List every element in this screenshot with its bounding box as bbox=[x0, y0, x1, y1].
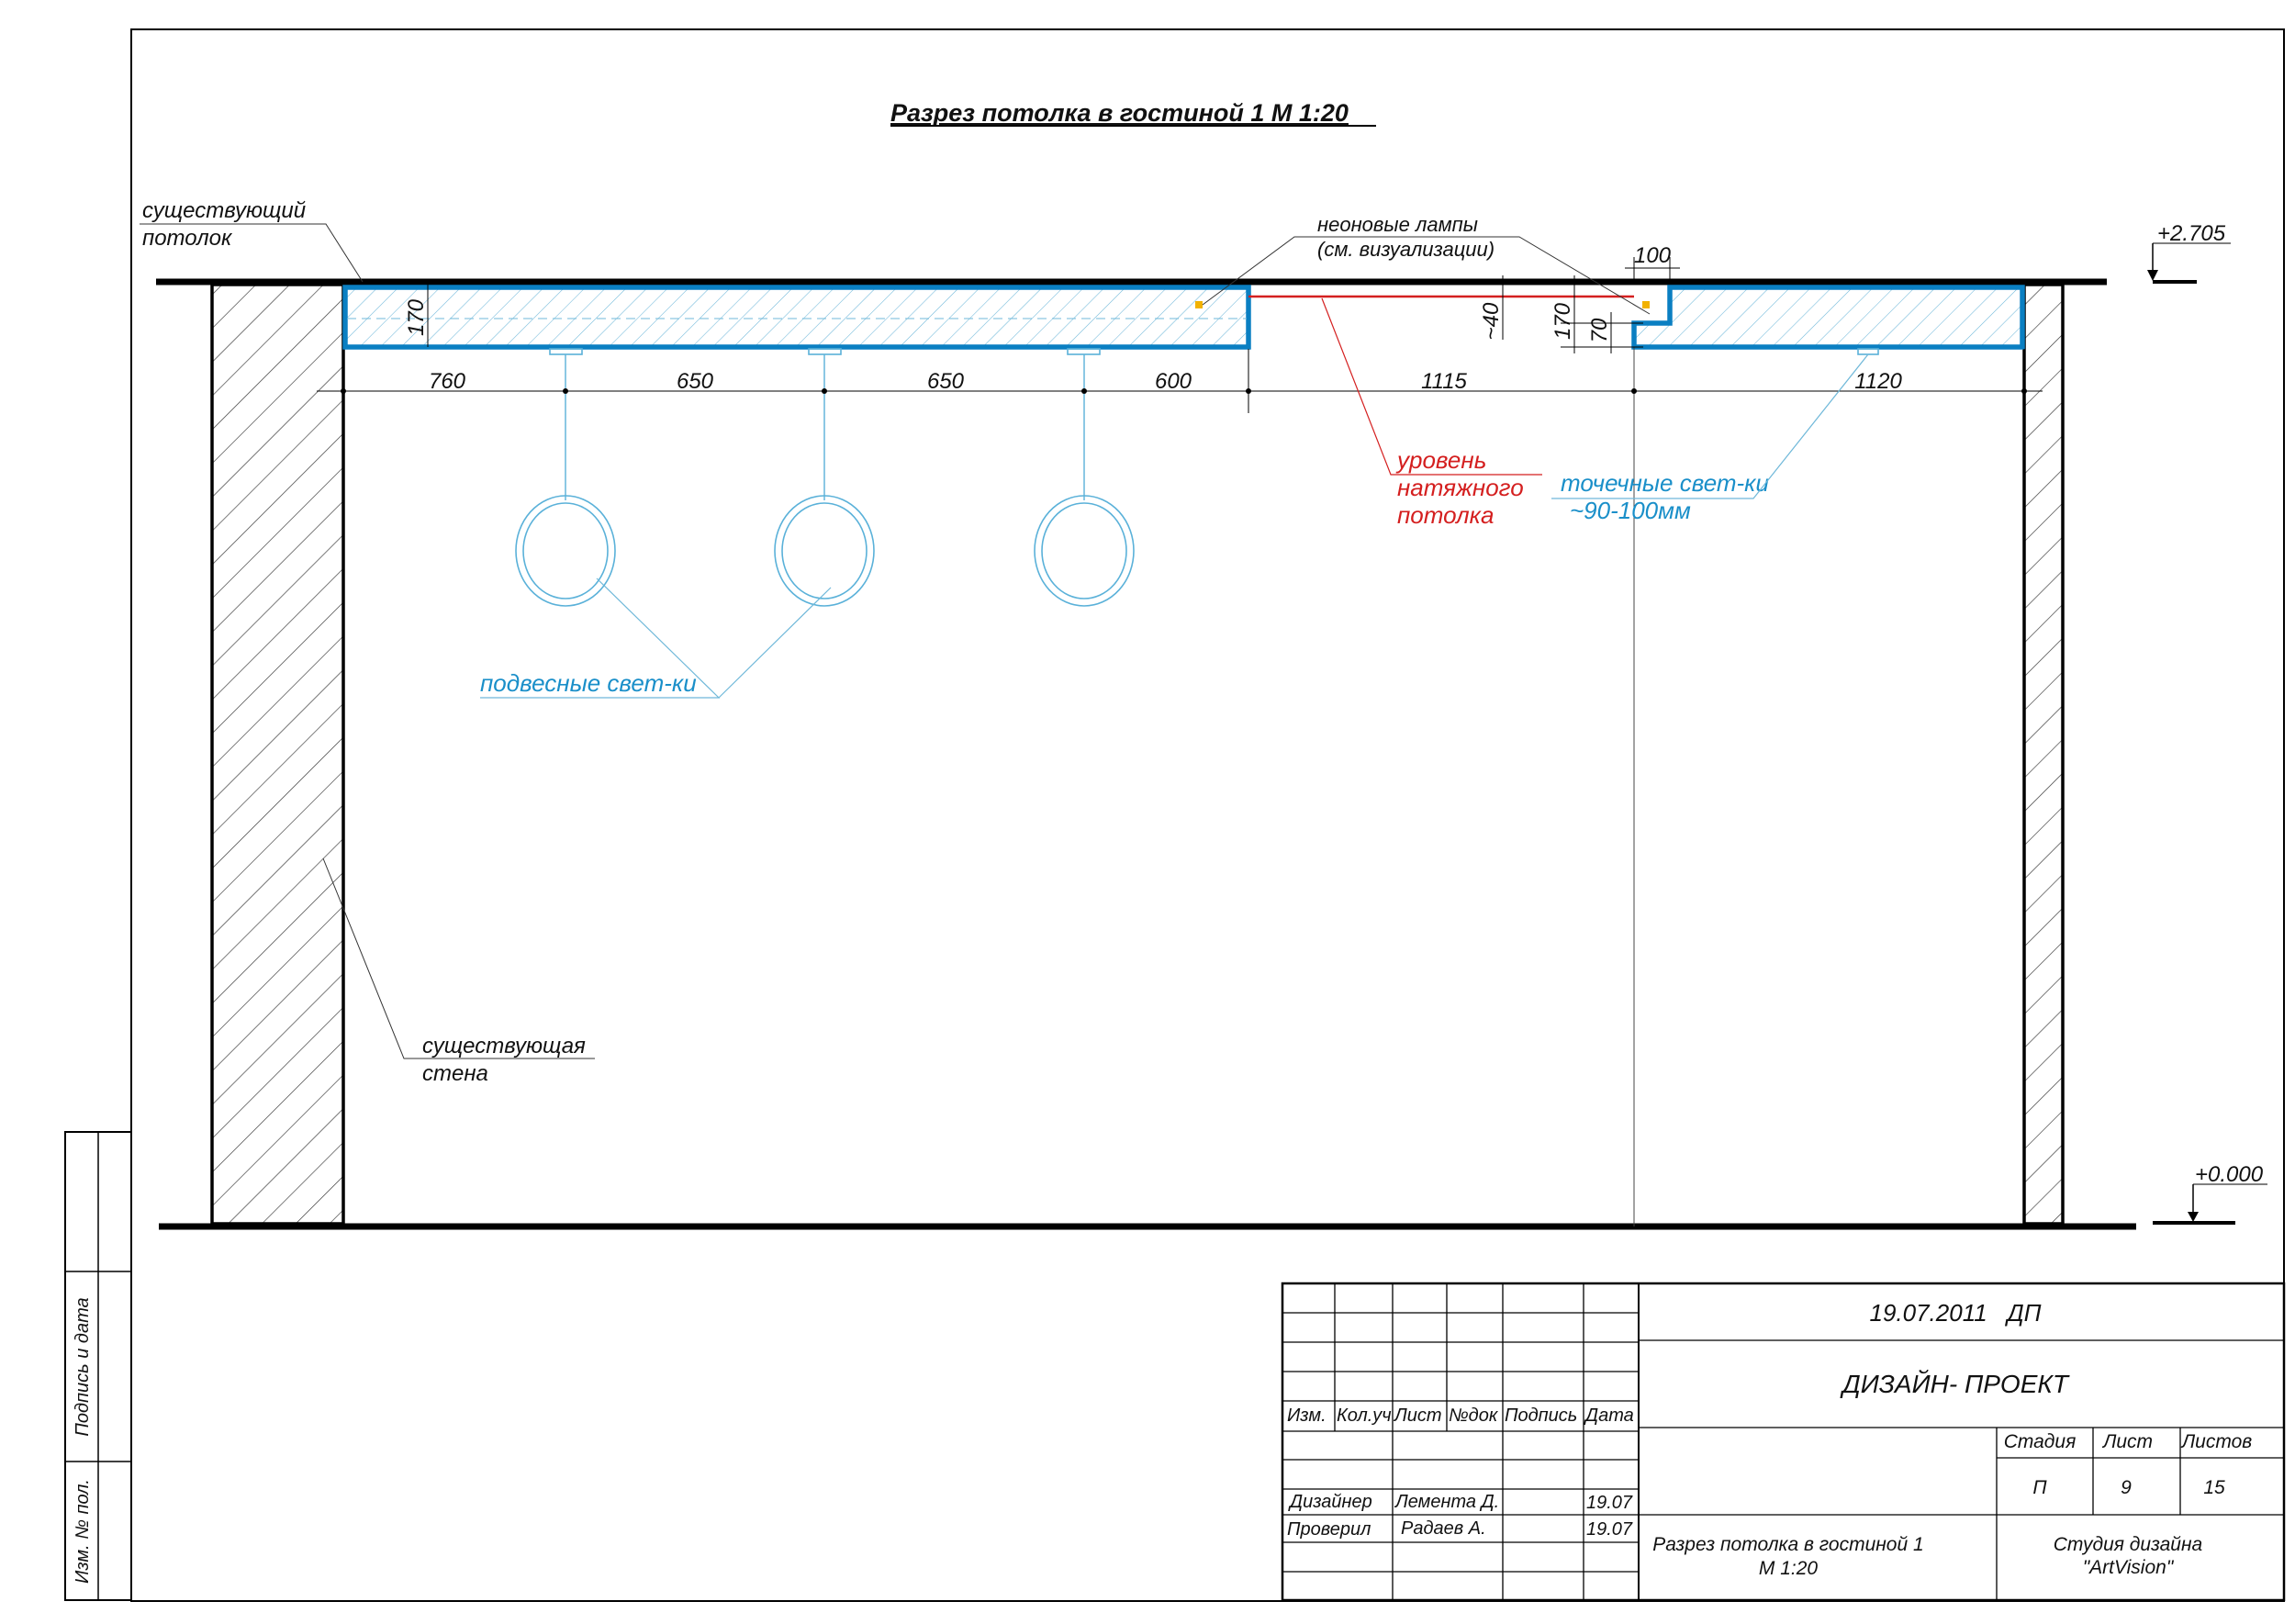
left-wall bbox=[210, 283, 345, 1226]
neon-lamp-left bbox=[1195, 301, 1203, 308]
annotation-stretch-ceiling: уровень натяжного потолка bbox=[1321, 297, 1542, 529]
tb-header-kolvo: Кол.уч bbox=[1337, 1406, 1392, 1426]
title-block bbox=[1281, 1282, 2286, 1602]
dim-right-70: 70 bbox=[1587, 318, 1612, 342]
svg-text:существующая: существующая bbox=[422, 1034, 586, 1058]
dim-760: 760 bbox=[429, 369, 466, 394]
tb-checker-role: Проверил bbox=[1287, 1519, 1371, 1540]
level-mark-top: +2.705 bbox=[2147, 221, 2231, 284]
tb-checker-name: Радаев А. bbox=[1401, 1518, 1486, 1539]
tb-sheet-title-2: М 1:20 bbox=[1759, 1558, 1819, 1579]
pendant-lamp-3 bbox=[1034, 348, 1135, 607]
tb-project: ДИЗАЙН- ПРОЕКТ bbox=[1840, 1369, 2070, 1398]
dim-right-170: 170 bbox=[1551, 302, 1575, 340]
tb-sheet-label: Лист bbox=[2101, 1431, 2153, 1452]
level-bottom: +0.000 bbox=[2195, 1162, 2264, 1187]
tb-header-izm: Изм. bbox=[1287, 1406, 1327, 1426]
tb-studio-2: "ArtVision" bbox=[2083, 1557, 2175, 1578]
dim-box-left-height: 170 bbox=[404, 298, 429, 336]
spot-light bbox=[1857, 348, 1879, 355]
dim-650-a: 650 bbox=[677, 369, 714, 394]
svg-text:потолка: потолка bbox=[1397, 501, 1494, 529]
annotation-pendant-lights: подвесные свет-ки bbox=[480, 577, 832, 699]
level-top: +2.705 bbox=[2157, 221, 2226, 246]
side-stamp-number: Изм. № пол. bbox=[73, 1479, 93, 1584]
annotation-existing-ceiling: существующий потолок bbox=[140, 198, 364, 283]
sheet-frame bbox=[130, 28, 2285, 1602]
svg-text:уровень: уровень bbox=[1395, 446, 1486, 474]
ceiling-box-right bbox=[1631, 285, 2025, 350]
svg-text:стена: стена bbox=[422, 1061, 488, 1086]
neon-lamp-right bbox=[1642, 301, 1650, 308]
dimension-ticks bbox=[341, 388, 2027, 394]
annotation-neon-lamps: неоновые лампы (см. визуализации) bbox=[1202, 213, 1651, 315]
svg-text:(см. визуализации): (см. визуализации) bbox=[1317, 238, 1495, 261]
tb-header-ndok: №док bbox=[1449, 1406, 1499, 1426]
tb-designer-name: Лемента Д. bbox=[1394, 1492, 1499, 1512]
dim-1115: 1115 bbox=[1421, 369, 1467, 394]
pendant-lamp-1 bbox=[515, 348, 616, 607]
pendant-lamp-2 bbox=[774, 348, 875, 607]
side-stamp: Изм. № пол. Подпись и дата bbox=[64, 1131, 132, 1601]
svg-text:неоновые лампы: неоновые лампы bbox=[1317, 213, 1478, 236]
tb-designer-role: Дизайнер bbox=[1288, 1492, 1372, 1512]
tb-studio-1: Студия дизайна bbox=[2054, 1534, 2202, 1555]
right-wall bbox=[2022, 283, 2065, 1226]
svg-text:потолок: потолок bbox=[142, 226, 233, 251]
tb-sheet-title-1: Разрез потолка в гостиной 1 bbox=[1652, 1534, 1923, 1555]
side-stamp-sign: Подпись и дата bbox=[73, 1297, 93, 1436]
tb-header-list: Лист bbox=[1393, 1406, 1442, 1426]
svg-text:точечные свет-ки: точечные свет-ки bbox=[1561, 469, 1769, 497]
annotation-existing-wall: существующая стена bbox=[322, 857, 595, 1086]
dim-600: 600 bbox=[1155, 369, 1192, 394]
tb-checker-date: 19.07 bbox=[1586, 1519, 1633, 1540]
annotation-spot-lights: точечные свет-ки ~90-100мм bbox=[1551, 353, 1869, 524]
tb-header-data: Дата bbox=[1584, 1406, 1634, 1426]
svg-text:подвесные свет-ки: подвесные свет-ки bbox=[480, 669, 697, 697]
tb-date-code: 19.07.2011 ДП bbox=[1869, 1299, 2041, 1327]
tb-sheets-label: Листов bbox=[2180, 1431, 2253, 1452]
ceiling-box-left bbox=[342, 285, 1251, 350]
tb-sheet-value: 9 bbox=[2121, 1477, 2132, 1498]
tb-sheets-value: 15 bbox=[2203, 1477, 2225, 1498]
tb-header-podpis: Подпись bbox=[1505, 1406, 1577, 1426]
svg-text:натяжного: натяжного bbox=[1397, 474, 1524, 501]
dim-1120: 1120 bbox=[1854, 369, 1902, 394]
drawing-title: Разрез потолка в гостиной 1 М 1:20 bbox=[890, 99, 1349, 127]
tb-designer-date: 19.07 bbox=[1586, 1493, 1633, 1513]
tb-stage-label: Стадия bbox=[2004, 1431, 2077, 1452]
tb-stage-value: П bbox=[2032, 1477, 2047, 1498]
dim-100: 100 bbox=[1634, 243, 1672, 268]
dim-gap: ~40 bbox=[1479, 302, 1504, 340]
level-mark-bottom: +0.000 bbox=[2153, 1162, 2267, 1225]
dim-650-b: 650 bbox=[927, 369, 965, 394]
svg-text:~90-100мм: ~90-100мм bbox=[1570, 497, 1691, 524]
svg-text:существующий: существующий bbox=[142, 198, 306, 223]
